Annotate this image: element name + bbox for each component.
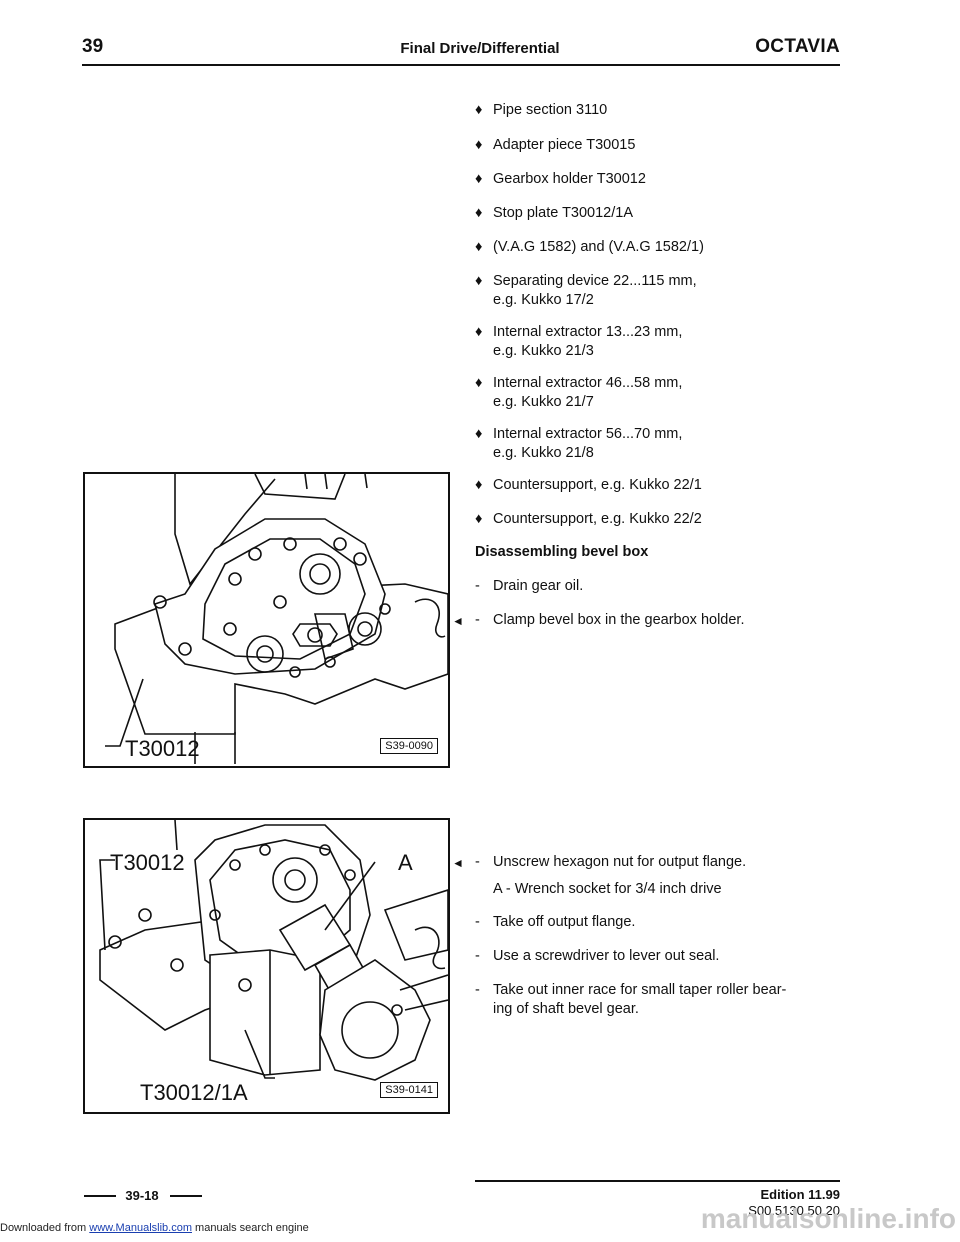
tool-text: Countersupport, e.g. Kukko 22/2 <box>493 511 702 527</box>
figure-unscrew-nut: T30012 A T30012/1A S39-0141 <box>83 818 450 1114</box>
tool-text: Internal extractor 46...58 mm, <box>493 375 683 391</box>
edition-label: Edition 11.99 <box>760 1187 840 1202</box>
dash-marker: - <box>475 578 480 594</box>
dash-marker: - <box>475 854 480 870</box>
dash-marker: - <box>475 612 480 628</box>
manualslib-link[interactable]: www.Manualslib.com <box>89 1222 192 1234</box>
dash-marker: - <box>475 982 480 998</box>
tool-text: e.g. Kukko 21/8 <box>493 445 594 461</box>
chapter-number: 39 <box>82 36 104 57</box>
tool-text: e.g. Kukko 21/7 <box>493 394 594 410</box>
arrow-left-icon: ◄ <box>452 856 464 870</box>
tool-text: Separating device 22...115 mm, <box>493 273 697 289</box>
bullet-icon: ♦ <box>475 137 483 153</box>
bullet-icon: ♦ <box>475 171 483 187</box>
dash-marker: - <box>475 914 480 930</box>
bullet-icon: ♦ <box>475 239 483 255</box>
download-note: Downloaded from www.Manualslib.com manua… <box>0 1222 309 1234</box>
dash-marker: - <box>475 948 480 964</box>
note-text: A - Wrench socket for 3/4 inch drive <box>493 881 722 897</box>
figure-code: S39-0141 <box>380 1082 438 1098</box>
bullet-icon: ♦ <box>475 375 483 391</box>
bullet-icon: ♦ <box>475 324 483 340</box>
footer-rule-right <box>170 1195 202 1197</box>
tool-text: Internal extractor 56...70 mm, <box>493 426 683 442</box>
footer-rule <box>475 1180 840 1182</box>
figure-label-stop-plate: T30012/1A <box>140 1080 248 1105</box>
download-suffix: manuals search engine <box>195 1222 309 1234</box>
brand-name: OCTAVIA <box>755 36 840 57</box>
footer-rule-left <box>84 1195 116 1197</box>
tool-text: Adapter piece T30015 <box>493 137 636 153</box>
step-text: ing of shaft bevel gear. <box>493 1001 639 1017</box>
figure-label: T30012 <box>125 736 200 761</box>
step-text: Take off output flange. <box>493 914 636 930</box>
download-prefix: Downloaded from <box>0 1222 87 1234</box>
section-heading: Disassembling bevel box <box>475 544 649 560</box>
figure-label-a: A <box>398 850 413 875</box>
page-number: 39-18 <box>125 1188 159 1203</box>
step-text: Clamp bevel box in the gearbox holder. <box>493 612 745 628</box>
bullet-icon: ♦ <box>475 426 483 442</box>
figure-bevel-box-holder: T30012 S39-0090 <box>83 472 450 768</box>
figure-label-holder: T30012 <box>110 850 185 875</box>
document-code: S00.5130.50.20 <box>748 1203 840 1218</box>
tool-text: Pipe section 3110 <box>493 102 608 118</box>
step-text: Unscrew hexagon nut for output flange. <box>493 854 747 870</box>
tool-text: e.g. Kukko 21/3 <box>493 343 594 359</box>
bevel-box-illustration: T30012 <box>105 474 448 764</box>
tool-text: Gearbox holder T30012 <box>493 171 646 187</box>
wrench-socket-illustration: T30012 A T30012/1A <box>99 820 448 1105</box>
bullet-icon: ♦ <box>475 273 483 289</box>
step-text: Drain gear oil. <box>493 578 584 594</box>
bullet-icon: ♦ <box>475 102 483 118</box>
tool-text: (V.A.G 1582) and (V.A.G 1582/1) <box>493 239 704 255</box>
page-title: Final Drive/Differential <box>400 40 560 57</box>
bullet-icon: ♦ <box>475 477 483 493</box>
bullet-icon: ♦ <box>475 511 483 527</box>
tool-text: Stop plate T30012/1A <box>493 205 634 221</box>
header-rule <box>82 64 840 66</box>
watermark-text: manualsonline.info <box>700 1203 956 1234</box>
arrow-left-icon: ◄ <box>452 614 464 628</box>
step-text: Use a screwdriver to lever out seal. <box>493 948 720 964</box>
tool-text: e.g. Kukko 17/2 <box>493 292 594 308</box>
figure-code: S39-0090 <box>380 738 438 754</box>
step-text: Take out inner race for small taper roll… <box>493 982 787 998</box>
tool-text: Internal extractor 13...23 mm, <box>493 324 683 340</box>
bullet-icon: ♦ <box>475 205 483 221</box>
tool-text: Countersupport, e.g. Kukko 22/1 <box>493 477 702 493</box>
